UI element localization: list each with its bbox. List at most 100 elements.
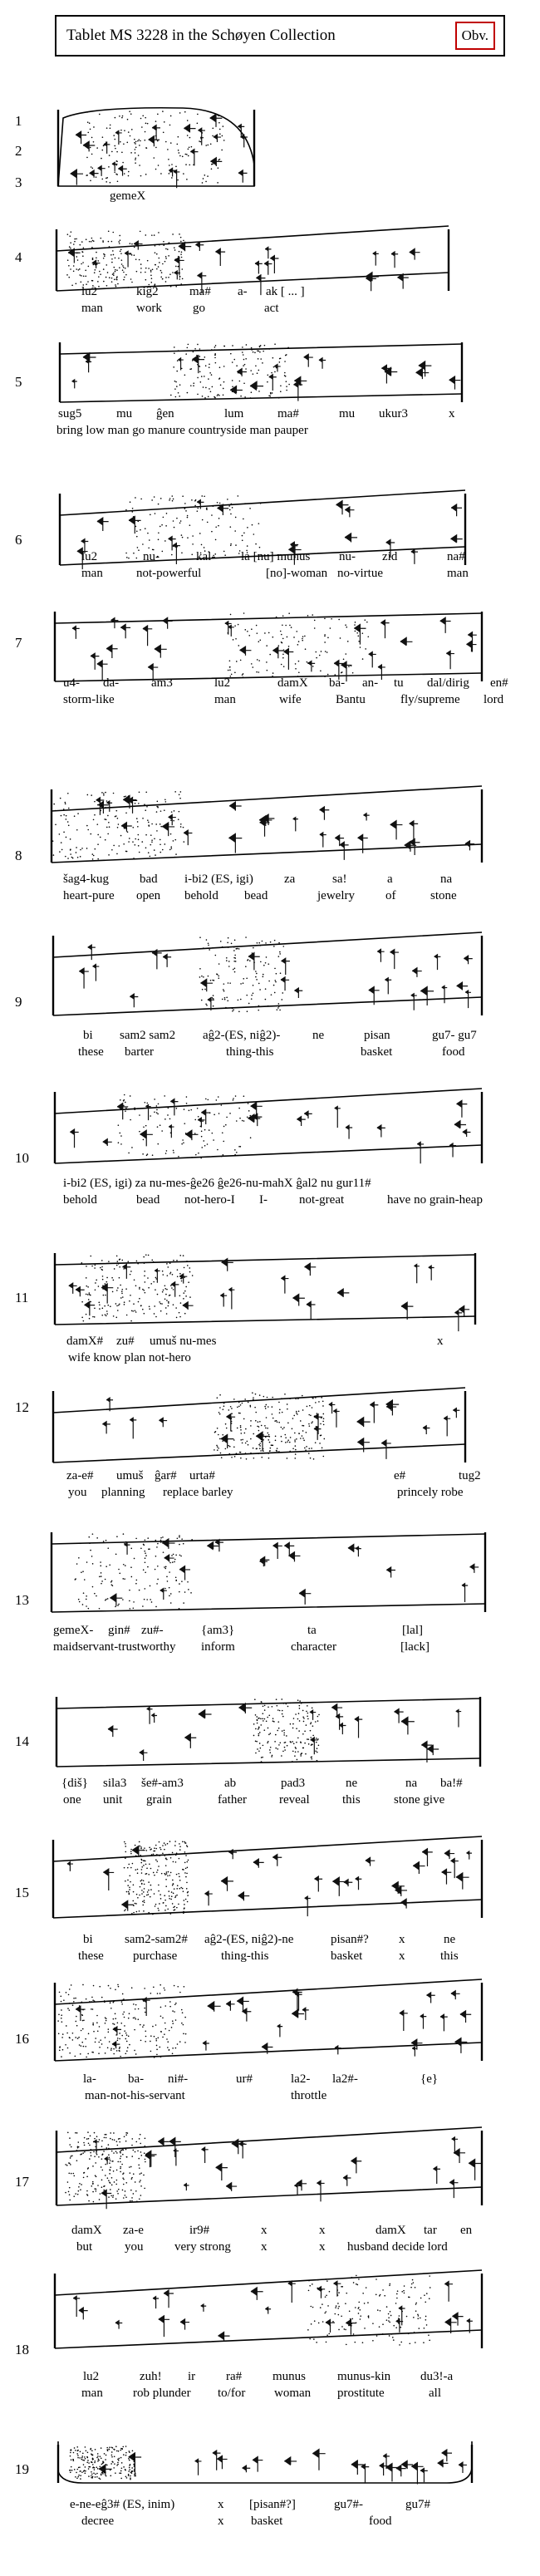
transliteration-word: urta# — [189, 1469, 215, 1482]
cuneiform-line-drawing — [58, 342, 464, 403]
transliteration-word: x — [261, 2224, 268, 2237]
tablet-drawing — [55, 1697, 482, 1767]
transliteration-word: {e} — [420, 2072, 439, 2086]
transliteration-word: zu#- — [141, 1624, 164, 1637]
line-number: 4 — [15, 249, 22, 265]
tablet-drawing — [53, 1979, 484, 2062]
transliteration-word: x — [218, 2498, 224, 2511]
transliteration-word: za-e# — [66, 1469, 94, 1482]
transliteration-word: x — [319, 2224, 326, 2237]
gloss-word: basket — [251, 2515, 283, 2528]
transliteration-word: gu7- gu7 — [432, 1029, 477, 1042]
gloss-word: rob plunder — [133, 2387, 191, 2400]
transliteration-word: u4- — [63, 676, 80, 690]
transliteration-row: gemeX — [0, 189, 540, 206]
transliteration-word: pad3 — [281, 1777, 306, 1790]
gloss-word: [lack] — [400, 1640, 430, 1654]
gloss-row: wife know plan not-hero — [0, 1351, 540, 1368]
gloss-word: stone give — [394, 1793, 445, 1807]
gloss-word: Bantu — [336, 693, 366, 706]
transliteration-word: mu — [116, 407, 133, 420]
transliteration-word: ra# — [226, 2370, 243, 2383]
gloss-word: to/for — [218, 2387, 246, 2400]
transliteration-word: še#-am3 — [141, 1777, 184, 1790]
gloss-word: reveal — [279, 1793, 310, 1807]
transliteration-word: la [nu] munus — [241, 550, 311, 563]
transliteration-word: ba- — [329, 676, 346, 690]
gloss-word: thing-this — [221, 1949, 269, 1963]
transliteration-word: mu — [339, 407, 356, 420]
gloss-word: all — [429, 2387, 441, 2400]
transliteration-word: {diš} — [61, 1777, 88, 1790]
tablet-drawing — [58, 342, 464, 403]
transliteration-word: en# — [490, 676, 508, 690]
gloss-word: fly/supreme — [400, 693, 460, 706]
transliteration-word: nu- — [143, 550, 160, 563]
gloss-word: decree — [81, 2515, 115, 2528]
transliteration-word: da- — [103, 676, 120, 690]
tablet-drawing — [55, 225, 450, 296]
cuneiform-line-drawing — [53, 2269, 484, 2349]
transliteration-word: x — [449, 407, 455, 420]
transliteration-word: damX — [277, 676, 308, 690]
transliteration-word: šag4-kug — [63, 873, 109, 886]
gloss-word: behold — [63, 1193, 97, 1207]
transliteration-word: ma# — [189, 285, 211, 298]
gloss-word: husband decide lord — [347, 2240, 448, 2254]
gloss-word: not-hero-I — [184, 1193, 235, 1207]
line-number: 18 — [15, 2342, 29, 2357]
transliteration-word: ma# — [277, 407, 299, 420]
transliteration-row: i-bi2 (ES, igi) za nu-mes-ĝe26 ĝe26-nu-m… — [0, 1177, 540, 1193]
obverse-label: Obv. — [454, 22, 495, 50]
gloss-word: stone — [430, 889, 457, 902]
tablet-drawing — [53, 1253, 477, 1332]
gloss-word: but — [76, 2240, 93, 2254]
cuneiform-line-drawing — [53, 1088, 484, 1164]
transliteration-row: la-ba-ni#-ur#la2-la2#-{e} — [0, 2072, 540, 2089]
gloss-word: act — [264, 302, 279, 315]
line-number: 6 — [15, 532, 22, 548]
tablet-header: Tablet MS 3228 in the Schøyen Collection… — [55, 15, 505, 57]
transliteration-word: ta — [307, 1624, 317, 1637]
gloss-word: bead — [136, 1193, 160, 1207]
transliteration-word: ĝar# — [155, 1469, 177, 1482]
cuneiform-line-drawing — [53, 1253, 477, 1332]
transliteration-word: la2#- — [332, 2072, 358, 2086]
gloss-word: basket — [331, 1949, 363, 1963]
gloss-word: these — [78, 1949, 104, 1963]
gloss-word: you — [68, 1486, 87, 1499]
cuneiform-line-drawing — [58, 489, 467, 570]
gloss-word: barter — [125, 1045, 154, 1059]
gloss-word: food — [369, 2515, 392, 2528]
cuneiform-line-drawing — [52, 1387, 467, 1463]
gloss-word: throttle — [291, 2089, 327, 2102]
gloss-word: man — [81, 2387, 103, 2400]
transliteration-word: en — [460, 2224, 473, 2237]
tablet-drawing — [52, 932, 484, 1016]
transliteration-word: bad — [140, 873, 158, 886]
gloss-word: replace barley — [163, 1486, 233, 1499]
line-number: 8 — [15, 848, 22, 863]
gloss-word: inform — [201, 1640, 235, 1654]
gloss-word: x — [319, 2240, 326, 2254]
gloss-word: thing-this — [226, 1045, 274, 1059]
transliteration-word: kal- — [196, 550, 216, 563]
transliteration-word: du3!-a — [420, 2370, 454, 2383]
transliteration-word: aĝ2-(ES, niĝ2)-ne — [204, 1933, 294, 1946]
line-number: 11 — [15, 1290, 29, 1305]
tablet-drawing — [53, 2269, 484, 2349]
gloss-word: x — [261, 2240, 268, 2254]
gloss-word: behold — [184, 889, 218, 902]
